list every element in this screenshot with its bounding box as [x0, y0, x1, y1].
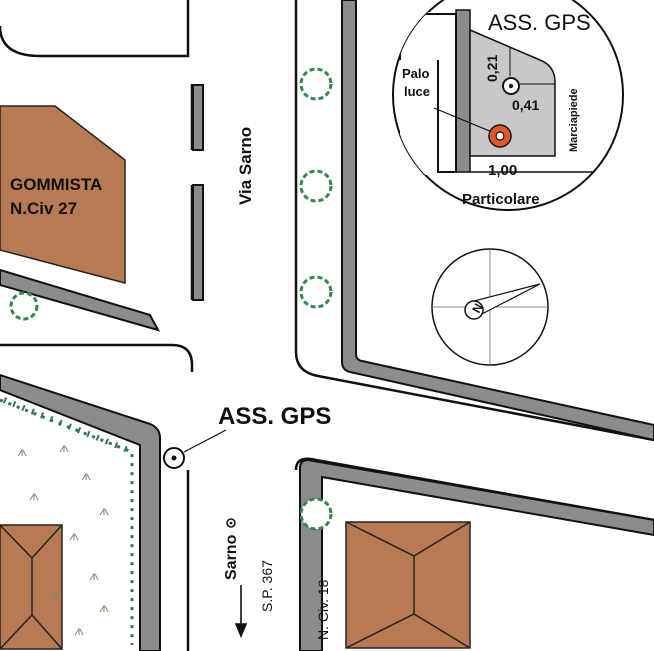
- sidewalk-gommista-bottom: [192, 184, 204, 301]
- grass-area: [0, 397, 134, 645]
- tree-icon: [299, 497, 333, 531]
- shop-name-label: GOMMISTA: [10, 175, 102, 194]
- tree-icon: [299, 67, 333, 101]
- gps-marker: [163, 429, 227, 469]
- direction-arrow: [234, 585, 248, 639]
- sidewalk-gommista-top: [192, 84, 204, 151]
- inset-title: ASS. GPS: [488, 10, 591, 35]
- trees: [9, 67, 333, 531]
- buildings: [0, 105, 471, 650]
- building-bottom-left: [0, 524, 63, 650]
- pole-label-line1: Palo: [402, 66, 430, 81]
- sidewalk-label: Marciapiede: [568, 88, 580, 152]
- shop-number-label: N.Civ 27: [10, 199, 77, 218]
- pole-label-line2: luce: [404, 84, 430, 99]
- detail-inset: [392, 0, 624, 211]
- tree-icon: [9, 291, 39, 321]
- sidewalk-left-corner: [0, 373, 161, 651]
- building-gommista: [0, 105, 126, 284]
- sidewalk-bottom-right: [299, 458, 654, 651]
- road-code-label: S.P. 367: [259, 560, 275, 612]
- sidewalk-right-vertical: [341, 0, 654, 442]
- grass-tufts: [17, 445, 109, 636]
- direction-town-label: Sarno: [223, 534, 240, 580]
- building-civ-18: [345, 521, 471, 649]
- tree-icon: [299, 169, 333, 203]
- sidewalk-left-strip: [0, 268, 160, 332]
- measure-vertical: 0,21: [484, 55, 500, 82]
- measure-horizontal: 0,41: [512, 97, 539, 113]
- map-labels: GOMMISTA N.Civ 27 Via Sarno ASS. GPS Sar…: [10, 10, 591, 640]
- measure-width: 1,00: [488, 162, 517, 179]
- tree-icon: [299, 275, 333, 309]
- house-number-label: N. Civ. 18: [315, 579, 331, 640]
- compass: [431, 248, 549, 366]
- street-label: Via Sarno: [236, 127, 255, 205]
- gps-marker-label: ASS. GPS: [218, 403, 331, 430]
- inset-caption: Particolare: [462, 191, 540, 208]
